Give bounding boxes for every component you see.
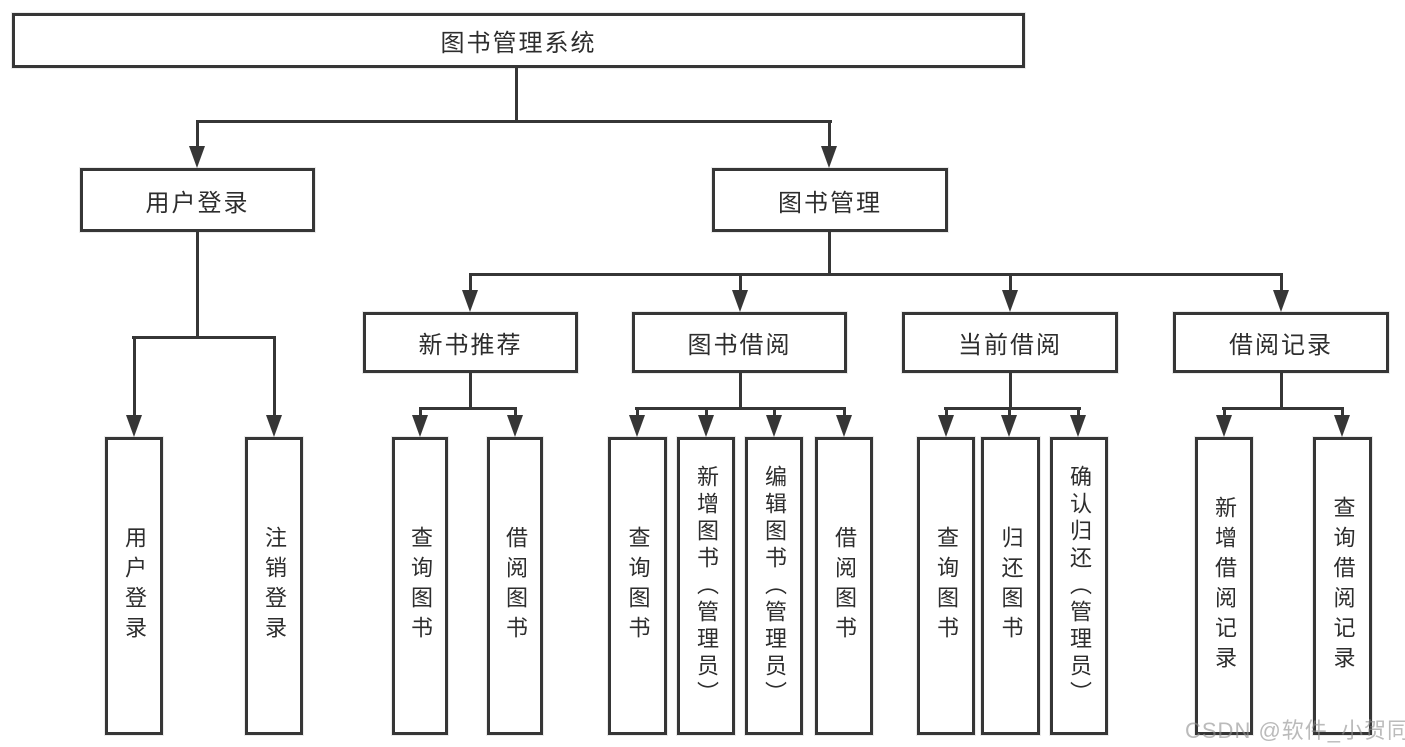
connector-line (132, 336, 276, 339)
node-current-borrow: 当前借阅 (902, 312, 1118, 373)
leaf-add-books-admin: 新增图书（管理员） (677, 437, 735, 735)
connector-line (635, 407, 846, 410)
connector-line (419, 407, 422, 419)
connector-line (944, 407, 1081, 410)
arrowhead-down-icon (732, 290, 748, 312)
node-user-login: 用户登录 (80, 168, 315, 232)
connector-line (828, 120, 831, 150)
connector-line (739, 373, 742, 410)
node-library-system: 图书管理系统 (12, 13, 1025, 68)
arrowhead-down-icon (462, 290, 478, 312)
arrowhead-down-icon (126, 415, 142, 437)
leaf-query-borrow-record: 查询借阅记录 (1313, 437, 1372, 735)
arrowhead-down-icon (1334, 415, 1350, 437)
connector-line (705, 407, 708, 419)
arrowhead-down-icon (1216, 415, 1232, 437)
leaf-query-books: 查询图书 (392, 437, 448, 735)
arrowhead-down-icon (766, 415, 782, 437)
leaf-logout: 注销登录 (245, 437, 303, 735)
arrowhead-down-icon (266, 415, 282, 437)
connector-line (1077, 407, 1080, 419)
connector-line (773, 407, 776, 419)
arrowhead-down-icon (189, 146, 205, 168)
connector-line (1009, 273, 1012, 293)
connector-line (636, 407, 639, 419)
connector-line (1222, 407, 1344, 410)
connector-line (196, 120, 199, 150)
connector-line (515, 68, 518, 123)
arrowhead-down-icon (1001, 415, 1017, 437)
connector-line (739, 273, 742, 293)
connector-line (1280, 373, 1283, 410)
arrowhead-down-icon (412, 415, 428, 437)
node-borrow-records: 借阅记录 (1173, 312, 1389, 373)
arrowhead-down-icon (1273, 290, 1289, 312)
connector-line (945, 407, 948, 419)
connector-line (1223, 407, 1226, 419)
connector-line (514, 407, 517, 419)
connector-line (469, 273, 472, 293)
arrowhead-down-icon (836, 415, 852, 437)
connector-line (133, 336, 136, 418)
connector-line (196, 232, 199, 339)
connector-line (1280, 273, 1283, 293)
leaf-borrow-books: 借阅图书 (487, 437, 543, 735)
connector-line (1009, 373, 1012, 410)
arrowhead-down-icon (629, 415, 645, 437)
arrowhead-down-icon (507, 415, 523, 437)
node-new-book-recommend: 新书推荐 (363, 312, 578, 373)
arrowhead-down-icon (698, 415, 714, 437)
leaf-query-books: 查询图书 (917, 437, 975, 735)
connector-line (1008, 407, 1011, 419)
connector-line (419, 407, 517, 410)
connector-line (1341, 407, 1344, 419)
leaf-return-books: 归还图书 (981, 437, 1040, 735)
connector-line (828, 232, 831, 276)
connector-line (469, 373, 472, 410)
connector-line (273, 336, 276, 418)
leaf-edit-books-admin: 编辑图书（管理员） (745, 437, 803, 735)
arrowhead-down-icon (1002, 290, 1018, 312)
arrowhead-down-icon (821, 146, 837, 168)
node-book-management: 图书管理 (712, 168, 948, 232)
connector-line (469, 273, 1283, 276)
arrowhead-down-icon (1070, 415, 1086, 437)
csdn-watermark: CSDN @软件_小贺同学 (1185, 718, 1405, 743)
leaf-user-login: 用户登录 (105, 437, 163, 735)
connector-line (196, 120, 832, 123)
leaf-add-borrow-record: 新增借阅记录 (1195, 437, 1253, 735)
arrowhead-down-icon (938, 415, 954, 437)
connector-line (843, 407, 846, 419)
leaf-borrow-books: 借阅图书 (815, 437, 873, 735)
leaf-confirm-return-admin: 确认归还（管理员） (1050, 437, 1108, 735)
leaf-query-books: 查询图书 (608, 437, 667, 735)
node-book-borrow: 图书借阅 (632, 312, 847, 373)
